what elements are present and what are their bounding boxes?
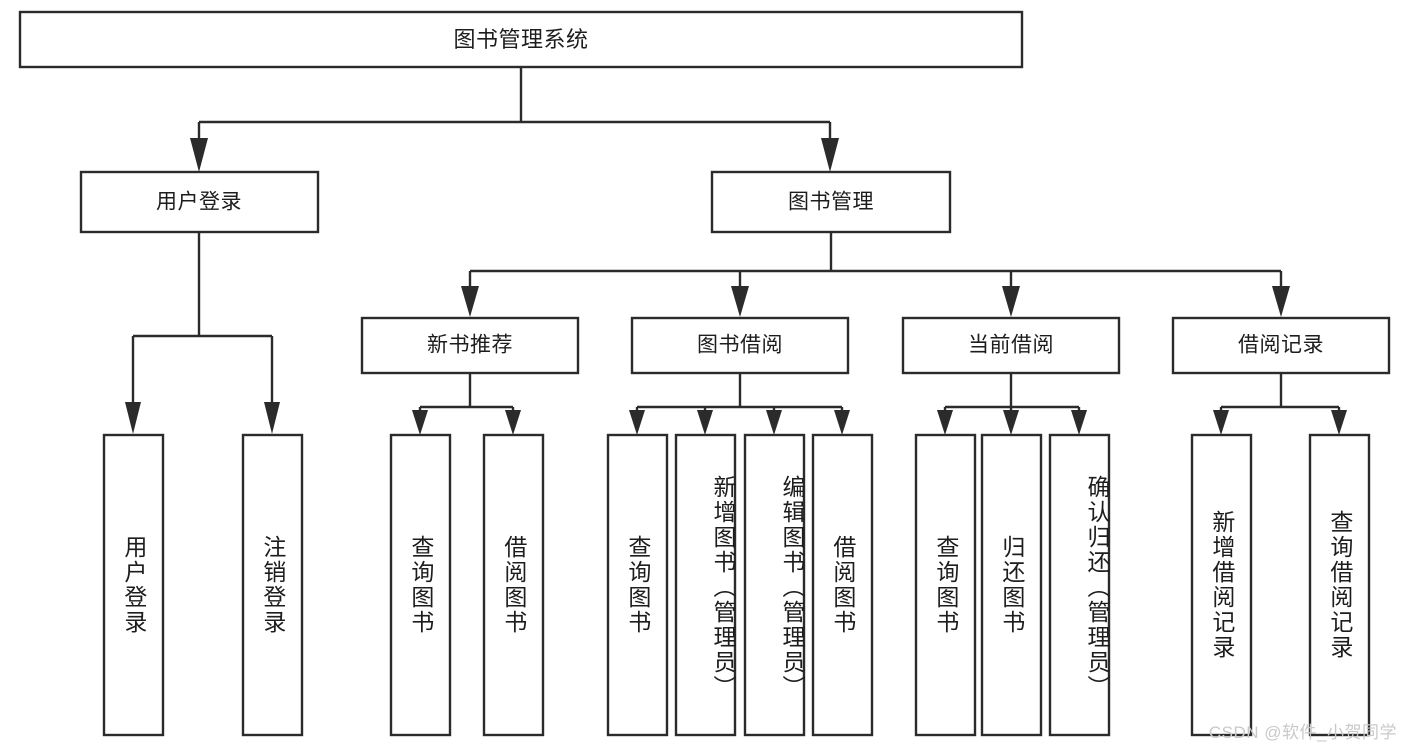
leaf-box-book-borrow-1[interactable]	[606, 433, 669, 737]
node-current-borrow[interactable]: 当前借阅	[901, 316, 1121, 375]
arrowhead-cb-leaf-2	[1003, 410, 1019, 435]
leaf-box-current-borrow-1[interactable]	[914, 433, 977, 737]
leaf-box-book-borrow-2[interactable]	[674, 433, 737, 737]
arrowhead-bb-leaf-2	[697, 410, 713, 435]
node-book-manage-box	[710, 170, 952, 234]
arrowhead-root-to-user-login	[190, 138, 208, 172]
arrowhead-bb-leaf-1	[629, 410, 645, 435]
node-book-manage-label: 图书管理	[788, 191, 874, 214]
arrowhead-br-leaf-2	[1331, 410, 1347, 435]
node-new-book-recommend-box	[360, 316, 580, 375]
node-user-login-label: 用户登录	[156, 191, 242, 214]
connector-user-login-to-leaves	[125, 232, 280, 434]
connector-current-borrow-to-leaves	[937, 373, 1087, 435]
leaf-box-user-login-1[interactable]	[102, 433, 165, 737]
arrowhead-cb-leaf-3	[1071, 410, 1087, 435]
arrowhead-to-new-book-recommend	[461, 286, 479, 317]
arrowhead-bb-leaf-4	[834, 410, 850, 435]
connector-book-borrow-to-leaves	[629, 373, 850, 435]
node-root[interactable]: 图书管理系统	[18, 10, 1024, 69]
node-book-borrow[interactable]: 图书借阅	[630, 316, 850, 375]
arrowhead-br-leaf-1	[1213, 410, 1229, 435]
node-book-borrow-label: 图书借阅	[697, 334, 783, 357]
node-root-label: 图书管理系统	[453, 27, 588, 52]
node-current-borrow-box	[901, 316, 1121, 375]
connector-book-manage-to-level3	[461, 232, 1290, 317]
leaf-box-book-borrow-4[interactable]	[811, 433, 874, 737]
leaf-box-new-book-recommend-2[interactable]	[482, 433, 545, 737]
node-new-book-recommend[interactable]: 新书推荐	[360, 316, 580, 375]
node-book-borrow-box	[630, 316, 850, 375]
leaf-box-user-login-2[interactable]	[241, 433, 304, 737]
arrowhead-user-login-leaf-2	[264, 402, 280, 434]
node-user-login[interactable]: 用户登录	[79, 170, 320, 234]
leaf-box-borrow-record-2[interactable]	[1308, 433, 1371, 737]
connector-new-book-recommend-to-leaves	[412, 373, 521, 435]
node-root-box	[18, 10, 1024, 69]
arrowhead-to-book-borrow	[731, 286, 749, 317]
node-book-manage[interactable]: 图书管理	[710, 170, 952, 234]
node-new-book-recommend-label: 新书推荐	[427, 334, 513, 357]
arrowhead-cb-leaf-1	[937, 410, 953, 435]
arrowhead-to-borrow-record	[1272, 286, 1290, 317]
arrowhead-to-current-borrow	[1002, 286, 1020, 317]
arrowhead-nbr-leaf-1	[412, 410, 428, 435]
node-current-borrow-label: 当前借阅	[968, 334, 1054, 357]
csdn-watermark: CSDN @软件_小贺同学	[1208, 723, 1397, 742]
leaf-box-current-borrow-3[interactable]	[1048, 433, 1111, 737]
node-borrow-record[interactable]: 借阅记录	[1171, 316, 1391, 375]
arrowhead-bb-leaf-3	[766, 410, 782, 435]
arrowhead-root-to-book-manage	[821, 138, 839, 172]
arrowhead-nbr-leaf-2	[505, 410, 521, 435]
connector-borrow-record-to-leaves	[1213, 373, 1347, 435]
leaf-box-current-borrow-2[interactable]	[980, 433, 1043, 737]
node-borrow-record-box	[1171, 316, 1391, 375]
leaf-box-new-book-recommend-1[interactable]	[389, 433, 452, 737]
leaf-box-book-borrow-3[interactable]	[743, 433, 806, 737]
node-borrow-record-label: 借阅记录	[1238, 334, 1324, 357]
connector-root-to-level2	[190, 67, 839, 172]
arrowhead-user-login-leaf-1	[125, 402, 141, 434]
leaf-box-borrow-record-1[interactable]	[1190, 433, 1253, 737]
